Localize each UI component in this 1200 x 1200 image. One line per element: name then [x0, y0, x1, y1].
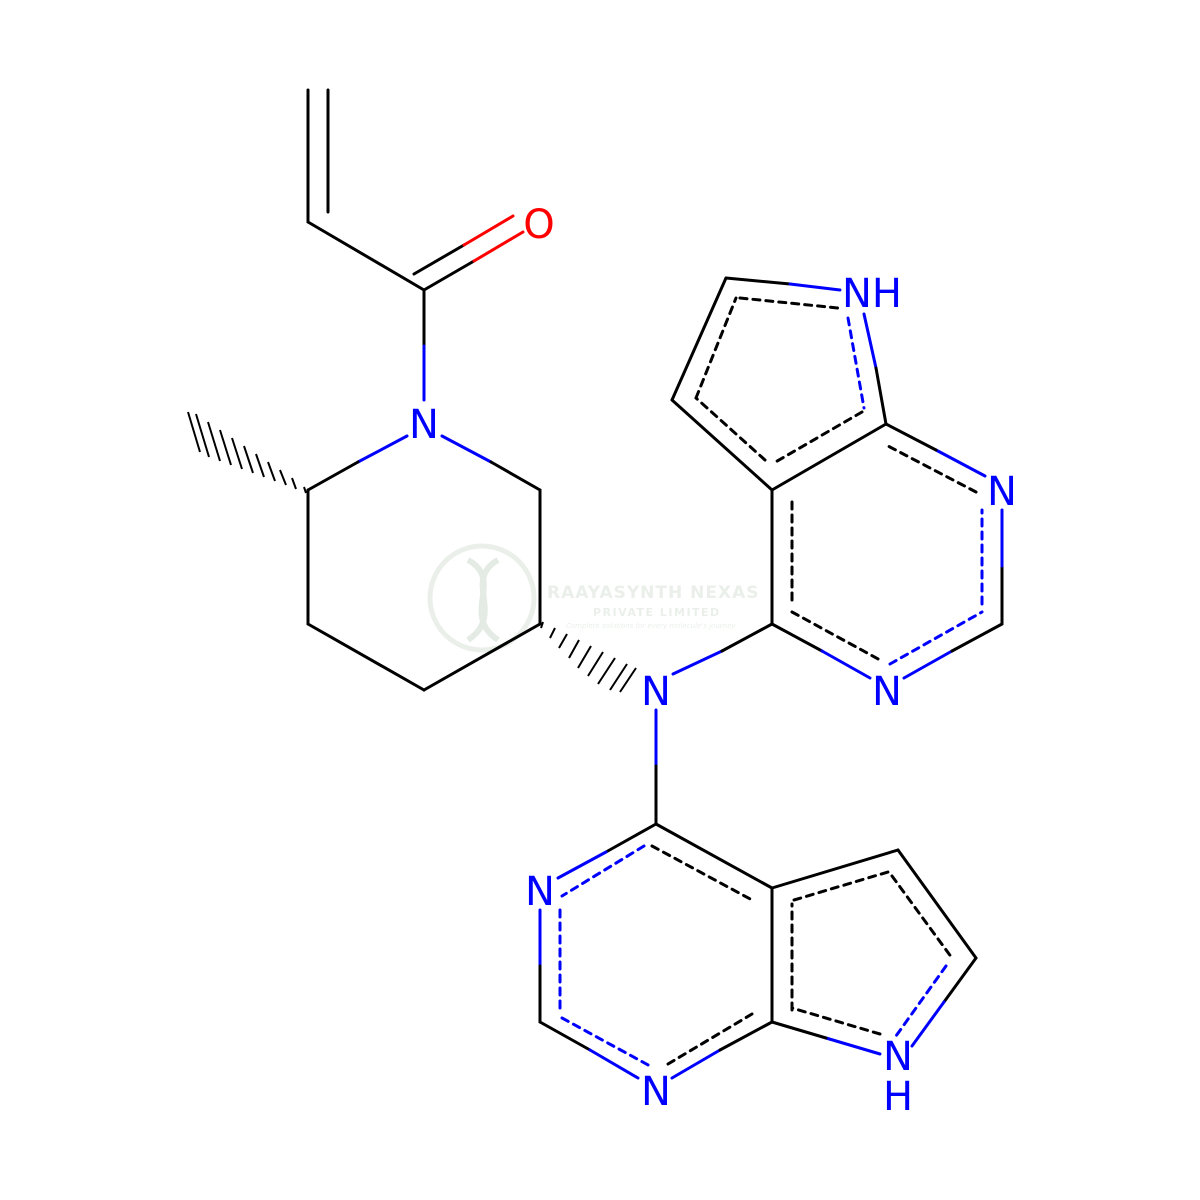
- bond-carbonyl-2o: [462, 214, 515, 247]
- bond-vinyl-carbonyl: [306, 220, 426, 292]
- atom-n-amine: N: [641, 669, 671, 715]
- bond-r1-n1-c7ab: [884, 422, 938, 452]
- arom-r2-b: [560, 844, 646, 898]
- bond-pip-c4-c3: [306, 622, 426, 692]
- bond-r2-c4a-c4: [654, 822, 774, 890]
- bond-r1-c5-c6: [670, 276, 728, 402]
- arom-r2-j: [790, 1006, 882, 1036]
- atom-oxygen: O: [523, 202, 554, 248]
- bond-pip-n-c6a: [440, 434, 493, 464]
- arom-r1-f: [770, 410, 864, 466]
- bond-r1-c4-n3b: [820, 649, 872, 680]
- arom-r1-j: [846, 316, 866, 410]
- atom-n-ring2-bottom: N: [641, 1069, 671, 1115]
- watermark-circle: [427, 543, 537, 653]
- atom-n-ring2-left: N: [525, 869, 555, 915]
- bond-r1-c4a-c5: [670, 398, 774, 492]
- bonds: [306, 88, 1004, 1080]
- bond-pip-n-c6b: [489, 460, 542, 492]
- bond-r2-c2-n1b: [588, 1048, 640, 1080]
- bond-r2-c4-n3b: [556, 850, 608, 880]
- bond-pip-n-c2b: [306, 460, 360, 492]
- bond-amine-ring1b: [720, 622, 774, 653]
- bond-r1-n3-c2a: [902, 649, 954, 680]
- bond-r1-c7a-c4a: [770, 422, 888, 492]
- atom-nh-top: NH: [842, 271, 902, 317]
- bond-r2-c2-n1a: [538, 1020, 592, 1052]
- atom-nh-bottom-h: H: [883, 1074, 913, 1120]
- arom-r2-i: [894, 964, 948, 1038]
- watermark-logo: RAAYASYNTH NEXAS PRIVATE LIMITED Complet…: [427, 543, 760, 653]
- arom-r2-h: [890, 874, 954, 960]
- bond-carbonyl-1: [422, 259, 476, 292]
- bond-r2-c6-nha: [942, 956, 978, 1004]
- bond-r1-c6-nhb: [788, 282, 842, 292]
- bond-r1-nh-c7ab: [874, 366, 888, 426]
- bond-r1-c4-n3a: [770, 622, 824, 653]
- bond-r2-c4a-c5: [770, 848, 900, 890]
- arom-r1-b: [790, 610, 882, 662]
- atom-n-ring1-bottom: N: [872, 669, 902, 715]
- atom-n-ring1-right: N: [987, 469, 1017, 515]
- bond-carbonyl-1o: [472, 230, 525, 263]
- arom-r1-i: [738, 296, 840, 310]
- watermark-subtitle: PRIVATE LIMITED: [593, 606, 721, 619]
- bond-carbonyl-2: [412, 243, 466, 276]
- watermark-helix-icon: [466, 557, 500, 643]
- bond-r2-c4-n3a: [604, 822, 658, 854]
- bond-r1-c6-nha: [724, 276, 792, 286]
- bond-r2-n1-c7aa: [670, 1048, 722, 1080]
- bond-r2-nh-c7ab: [770, 1020, 828, 1040]
- watermark-tagline: Complete solutions for every molecule's …: [566, 622, 736, 630]
- bond-r2-nh-c7aa: [824, 1036, 882, 1056]
- arom-r2-e: [666, 1012, 754, 1066]
- atom-n-piperidine: N: [409, 402, 439, 448]
- arom-r2-a: [650, 844, 754, 902]
- arom-r1-c: [888, 610, 984, 666]
- bond-r1-nh-c7aa: [862, 312, 878, 370]
- bond-pip-n-c2a: [356, 434, 409, 464]
- atom-nh-bottom-n: N: [883, 1034, 913, 1080]
- hashed-wedge-methyl: [187, 411, 307, 494]
- arom-r1-e: [886, 444, 978, 494]
- arom-r2-g: [792, 870, 890, 902]
- bond-r2-c5-c6: [896, 848, 978, 960]
- bond-r2-c6-nhb: [910, 1000, 946, 1048]
- bond-r1-n3-c2b: [950, 622, 1004, 653]
- watermark-title: RAAYASYNTH NEXAS: [547, 583, 760, 603]
- arom-r1-h: [694, 296, 738, 400]
- bond-r1-n1-c7aa: [934, 448, 987, 478]
- hashed-wedge-amine: [540, 621, 637, 693]
- arom-r2-d: [560, 1016, 652, 1068]
- bond-r2-n1-c7ab: [718, 1020, 774, 1052]
- arom-r1-g: [694, 396, 767, 462]
- bond-amine-ring1a: [671, 649, 724, 676]
- bond-pip-c5-c4: [422, 622, 542, 692]
